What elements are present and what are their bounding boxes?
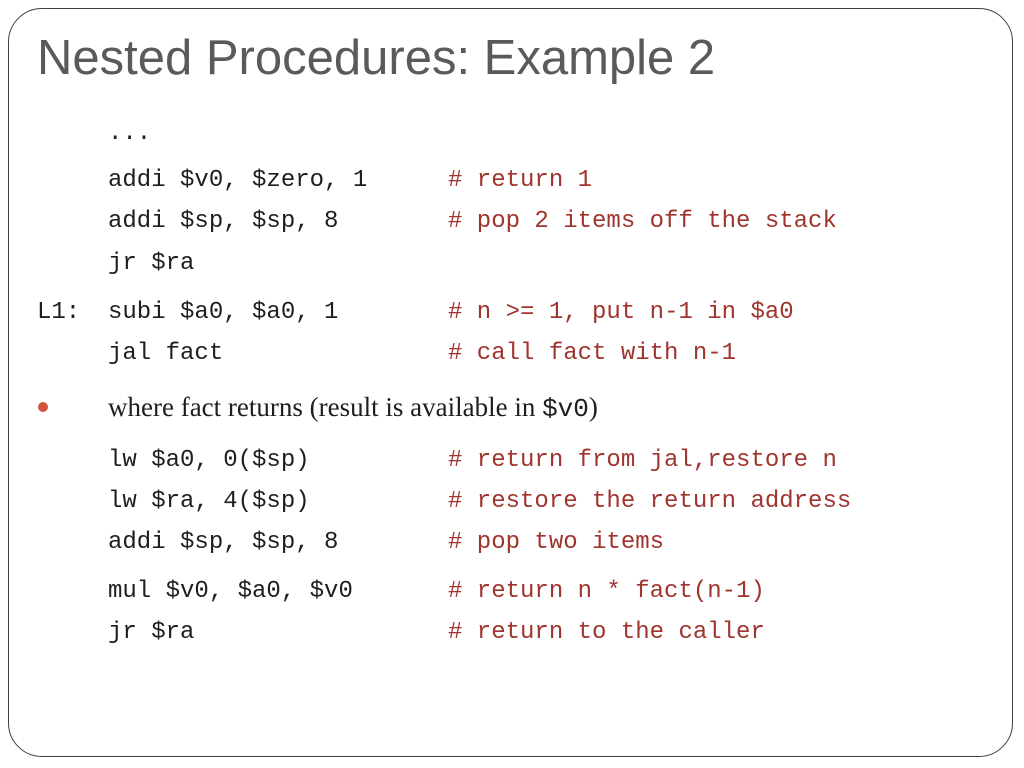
code-instruction: jr $ra xyxy=(108,619,195,646)
code-instruction: mul $v0, $a0, $v0 xyxy=(108,578,353,605)
code-line: lw $a0, 0($sp) # return from jal,restore… xyxy=(0,447,1024,475)
bullet-dot-icon xyxy=(38,402,48,412)
code-comment: # return 1 xyxy=(448,167,593,194)
slide-frame xyxy=(8,8,1013,757)
code-comment: # pop 2 items off the stack xyxy=(448,208,837,235)
code-line: L1: subi $a0, $a0, 1 # n >= 1, put n-1 i… xyxy=(0,299,1024,327)
code-line: lw $ra, 4($sp) # restore the return addr… xyxy=(0,488,1024,516)
bullet-item: where fact returns (result is available … xyxy=(0,392,1024,426)
code-comment: # return to the caller xyxy=(448,619,765,646)
code-line: jr $ra # return to the caller xyxy=(0,619,1024,647)
code-instruction: ... xyxy=(108,120,152,147)
bullet-text-after: ) xyxy=(588,392,598,422)
code-line: jal fact # call fact with n-1 xyxy=(0,340,1024,368)
code-instruction: subi $a0, $a0, 1 xyxy=(108,299,339,326)
bullet-code: $v0 xyxy=(542,394,589,424)
code-line: jr $ra xyxy=(0,250,1024,278)
code-comment: # pop two items xyxy=(448,529,665,556)
code-comment: # n >= 1, put n-1 in $a0 xyxy=(448,299,794,326)
code-comment: # call fact with n-1 xyxy=(448,340,737,367)
code-instruction: lw $ra, 4($sp) xyxy=(108,488,310,515)
code-instruction: addi $sp, $sp, 8 xyxy=(108,529,339,556)
code-label: L1: xyxy=(37,299,81,326)
code-line: ... xyxy=(0,120,1024,148)
code-instruction: lw $a0, 0($sp) xyxy=(108,447,310,474)
code-instruction: jr $ra xyxy=(108,250,195,277)
bullet-text-before: where fact returns (result is available … xyxy=(108,392,543,422)
code-instruction: jal fact xyxy=(108,340,224,367)
code-line: addi $sp, $sp, 8 # pop two items xyxy=(0,529,1024,557)
code-line: addi $v0, $zero, 1 # return 1 xyxy=(0,167,1024,195)
slide-title: Nested Procedures: Example 2 xyxy=(37,31,716,85)
code-line: mul $v0, $a0, $v0 # return n * fact(n-1) xyxy=(0,578,1024,606)
code-line: addi $sp, $sp, 8 # pop 2 items off the s… xyxy=(0,208,1024,236)
code-comment: # return from jal,restore n xyxy=(448,447,837,474)
code-comment: # restore the return address xyxy=(448,488,852,515)
code-instruction: addi $v0, $zero, 1 xyxy=(108,167,368,194)
code-instruction: addi $sp, $sp, 8 xyxy=(108,208,339,235)
code-comment: # return n * fact(n-1) xyxy=(448,578,765,605)
bullet-text: where fact returns (result is available … xyxy=(108,392,598,424)
